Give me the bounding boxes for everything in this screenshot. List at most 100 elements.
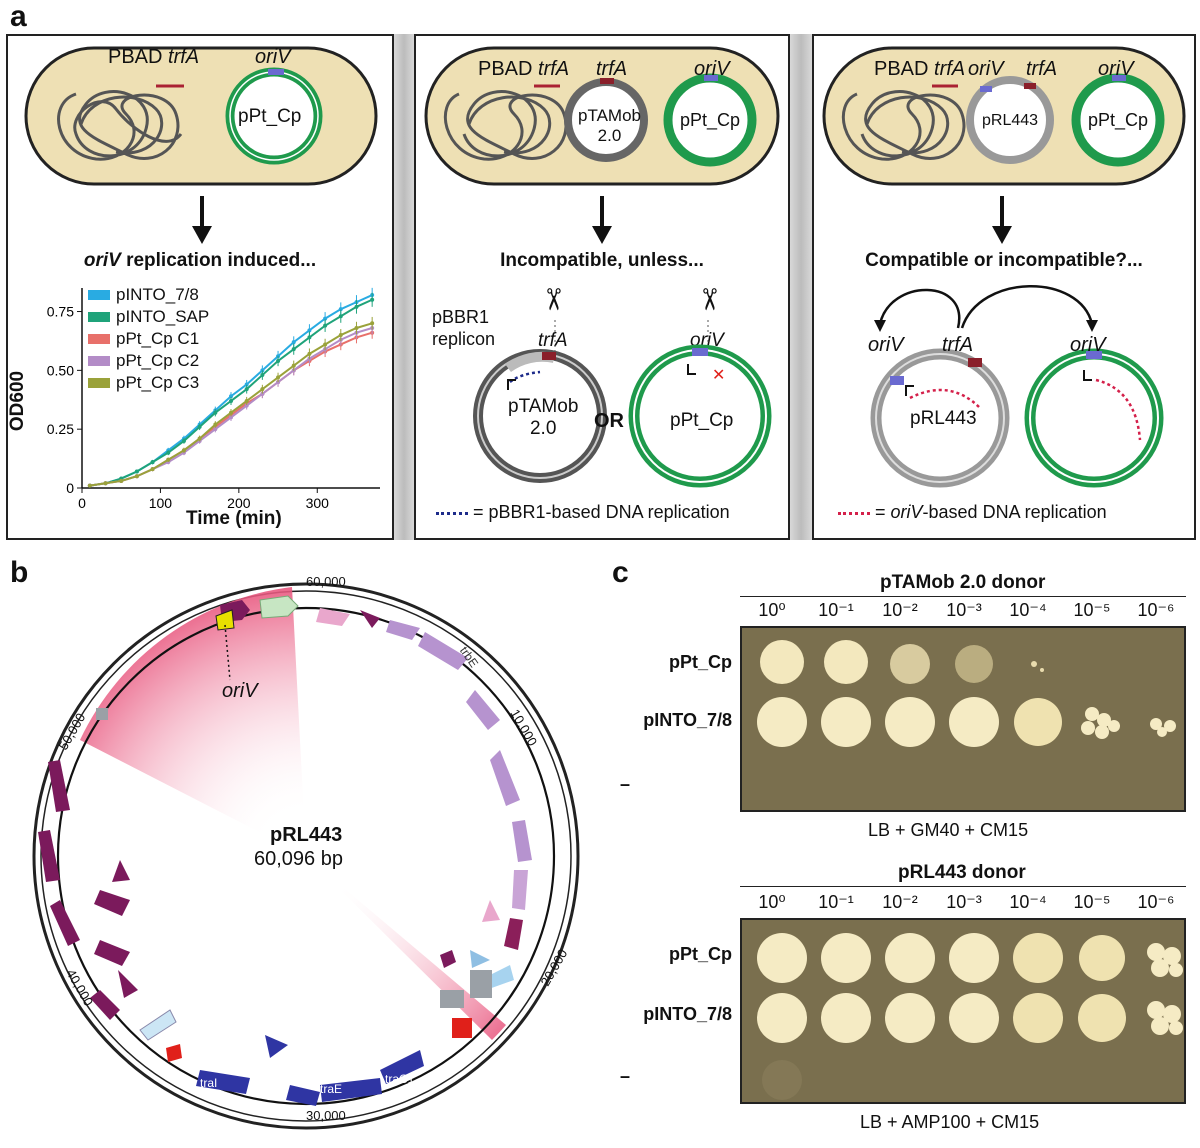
x-tick-label: 100 bbox=[149, 495, 173, 511]
data-point bbox=[260, 373, 265, 378]
panel-label-a: a bbox=[10, 0, 27, 33]
oriv-label: oriV bbox=[1098, 58, 1134, 80]
gene-label: traI bbox=[200, 1076, 218, 1090]
plate2-dilution-header: 10⁰ 10⁻¹ 10⁻² 10⁻³ 10⁻⁴ 10⁻⁵ 10⁻⁶ bbox=[740, 892, 1188, 913]
oriv-label: oriV bbox=[694, 58, 730, 80]
plasmid-label: pPt_Cp bbox=[1088, 110, 1149, 130]
data-point bbox=[370, 297, 375, 302]
dilution-label: 10⁻⁴ bbox=[1009, 892, 1047, 912]
data-point bbox=[276, 375, 281, 380]
cell-diagram-a2 bbox=[424, 46, 780, 186]
plasmid-size: 60,096 bp bbox=[254, 848, 343, 870]
data-point bbox=[150, 467, 155, 472]
down-arrow-icon bbox=[192, 196, 212, 244]
trfa-label: trfA bbox=[596, 58, 628, 80]
x-tick-label: 0 bbox=[78, 495, 86, 511]
a3-footnote: = oriV-based DNA replication bbox=[838, 502, 1107, 523]
y-tick-label: 0.75 bbox=[47, 304, 74, 320]
legend-swatch bbox=[88, 334, 110, 344]
data-point bbox=[229, 398, 233, 403]
plasmid-map bbox=[32, 582, 580, 1130]
plate2-header-line bbox=[740, 886, 1186, 887]
data-point bbox=[213, 427, 218, 432]
data-point bbox=[181, 448, 186, 453]
tick-label: 30,000 bbox=[306, 1108, 346, 1123]
pbad-label: PBAD trfA bbox=[108, 46, 200, 68]
dilution-label: 10⁻² bbox=[882, 600, 918, 620]
dilution-label: 10⁰ bbox=[758, 600, 786, 620]
dilution-label: 10⁻² bbox=[882, 892, 918, 912]
x-tick-label: 300 bbox=[306, 495, 330, 511]
pbad-label: PBAD trfA bbox=[874, 58, 966, 80]
data-point bbox=[260, 391, 265, 396]
legend-swatch bbox=[88, 290, 110, 300]
panel-label-c: c bbox=[612, 556, 629, 589]
plate2-caption: LB + AMP100 + CM15 bbox=[860, 1112, 1040, 1132]
dilution-label: 10⁻⁵ bbox=[1073, 600, 1111, 620]
data-point bbox=[103, 481, 108, 486]
plate1-dilution-header: 10⁰ 10⁻¹ 10⁻² 10⁻³ 10⁻⁴ 10⁻⁵ 10⁻⁶ bbox=[740, 600, 1188, 621]
legend-swatch bbox=[88, 356, 110, 366]
down-arrow-icon bbox=[992, 196, 1012, 244]
plasmid-name: pRL443 bbox=[270, 824, 343, 846]
dilution-label: 10⁻⁶ bbox=[1137, 892, 1175, 912]
panel-divider bbox=[394, 34, 414, 540]
dilution-label: 10⁰ bbox=[758, 892, 786, 912]
data-point bbox=[119, 478, 124, 483]
growth-chart: 0 0.25 0.50 0.75 0 100 200 300 bbox=[47, 287, 380, 511]
plasmid-label: pPt_Cp bbox=[238, 106, 302, 127]
plate1-title: pTAMob 2.0 donor bbox=[880, 572, 1046, 593]
legend-swatch bbox=[88, 312, 110, 322]
y-tick-label: 0.25 bbox=[47, 421, 74, 437]
plate2-title: pRL443 donor bbox=[898, 862, 1026, 883]
legend-label: pINTO_7/8 bbox=[116, 285, 199, 304]
dilution-label: 10⁻⁵ bbox=[1073, 892, 1111, 912]
data-point bbox=[134, 469, 139, 474]
x-tick-label: 200 bbox=[227, 495, 251, 511]
data-point bbox=[166, 457, 171, 462]
plate2-row-label: – bbox=[620, 1066, 631, 1086]
data-point bbox=[150, 460, 155, 465]
plate1-colonies bbox=[757, 640, 1176, 747]
svg-text:✕: ✕ bbox=[712, 367, 725, 384]
trfa-label: trfA bbox=[942, 334, 974, 356]
plate1-photo bbox=[740, 626, 1186, 812]
y-tick-label: 0 bbox=[66, 480, 74, 496]
plasmid-pair-a3 bbox=[870, 285, 1164, 488]
down-arrow-icon bbox=[592, 196, 612, 244]
scissors-icon: ✂ bbox=[536, 286, 570, 313]
cell-diagram-a3 bbox=[822, 46, 1186, 186]
data-point bbox=[244, 398, 249, 403]
data-point bbox=[197, 436, 202, 441]
y-tick-label: 0.50 bbox=[47, 362, 74, 378]
plate1-row-label: pINTO_7/8 bbox=[643, 710, 732, 730]
a3-caption: Compatible or incompatible?... bbox=[865, 250, 1143, 271]
plasmid-label: pPt_Cp bbox=[680, 110, 741, 130]
plate1-caption: LB + GM40 + CM15 bbox=[868, 820, 1029, 840]
panel-divider bbox=[790, 34, 812, 540]
a1-caption: oriV replication induced... bbox=[83, 250, 317, 271]
data-point bbox=[229, 410, 233, 415]
data-point bbox=[354, 304, 359, 309]
data-point bbox=[307, 328, 312, 333]
plate2-row-label: pPt_Cp bbox=[669, 944, 732, 964]
dilution-label: 10⁻⁶ bbox=[1137, 600, 1175, 620]
dilution-label: 10⁻¹ bbox=[818, 600, 854, 620]
plasmid-label: pRL443 bbox=[910, 408, 977, 429]
plate1-row-label: pPt_Cp bbox=[669, 652, 732, 672]
cell-diagram-a1 bbox=[24, 46, 378, 186]
data-point bbox=[197, 424, 202, 429]
legend-item: pPt_Cp C3 bbox=[88, 372, 209, 394]
dilution-label: 10⁻³ bbox=[946, 600, 982, 620]
plate1-row-label: – bbox=[620, 774, 631, 794]
data-point bbox=[244, 403, 249, 408]
data-point bbox=[323, 323, 328, 328]
oriv-label: oriV bbox=[255, 46, 291, 68]
data-point bbox=[354, 326, 359, 330]
chart-ylabel: OD600 bbox=[7, 370, 29, 432]
legend-swatch bbox=[88, 378, 110, 388]
legend-item: pINTO_7/8 bbox=[88, 284, 209, 306]
